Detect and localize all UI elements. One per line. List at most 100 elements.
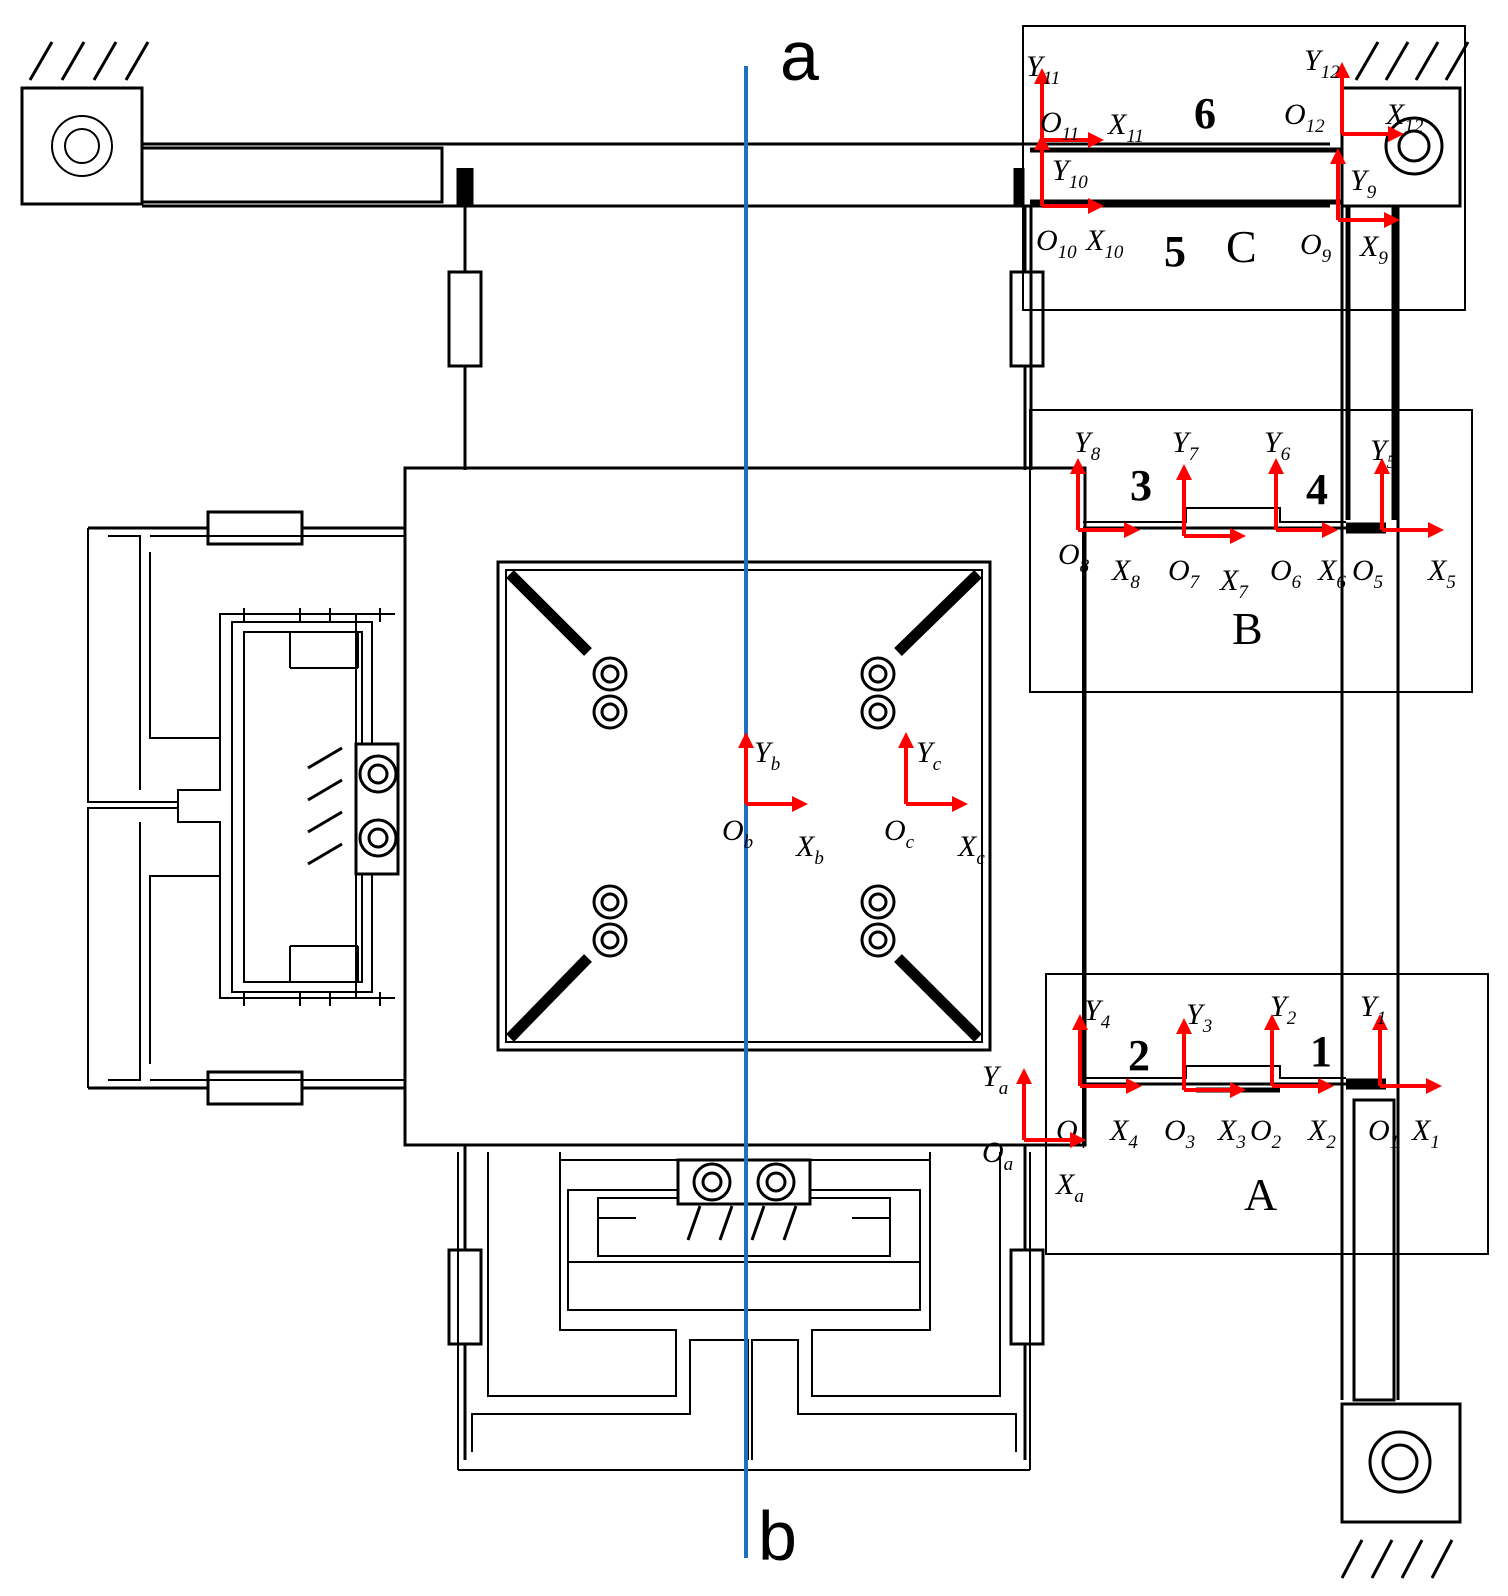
region-box-b (1029, 409, 1473, 693)
axis-arrowhead (1264, 1014, 1280, 1030)
axis-arrowhead (1088, 132, 1104, 148)
x-axis-label: X2 (1307, 1114, 1336, 1153)
y-axis-label: Y2 (1270, 990, 1297, 1029)
region-label-c: C (1226, 221, 1257, 272)
region-box-a (1045, 973, 1489, 1255)
top-beam (140, 142, 1350, 208)
axis-arrowhead (1034, 68, 1050, 84)
x-axis-label: X11 (1107, 108, 1144, 147)
section-label-a: a (780, 17, 819, 95)
part-number-2: 2 (1128, 1031, 1150, 1080)
y-axis-label: Yc (916, 736, 942, 775)
y-axis-label: Y1 (1360, 990, 1386, 1029)
frame-8: O8 X8 Y8 (1058, 426, 1140, 593)
part-number-1: 1 (1310, 1027, 1332, 1076)
axis-arrowhead (1176, 464, 1192, 480)
y-axis-label: Y12 (1304, 44, 1340, 83)
origin-label: O6 (1270, 554, 1302, 593)
origin-label: O12 (1284, 98, 1325, 137)
x-axis-label: X8 (1111, 554, 1140, 593)
origin-label: Oc (884, 814, 915, 853)
axis-arrowhead (1322, 522, 1338, 538)
origin-label: O8 (1058, 538, 1090, 577)
axis-arrowhead (1070, 458, 1086, 474)
region-boxes (1022, 25, 1489, 1255)
frame-12: O12 X12 Y12 (1284, 44, 1424, 142)
y-axis-label: Y7 (1172, 426, 1200, 465)
bolt-holes (592, 656, 896, 958)
axis-arrowhead (1388, 126, 1404, 142)
part-number-6: 6 (1194, 89, 1216, 138)
x-axis-label: X5 (1427, 554, 1456, 593)
axis-arrowhead (1374, 458, 1390, 474)
axis-arrowhead (1372, 1014, 1388, 1030)
part-number-5: 5 (1164, 227, 1186, 276)
axis-arrowhead (1428, 522, 1444, 538)
section-label-b: b (758, 1497, 797, 1575)
axis-arrowhead (898, 732, 914, 748)
frame-7: O7 X7 Y7 (1168, 426, 1249, 603)
axis-arrowhead (738, 732, 754, 748)
x-axis-label: Xa (1055, 1168, 1084, 1207)
frame-5: O5 X5 Y5 (1352, 434, 1456, 593)
x-axis-label: Xc (957, 830, 985, 869)
y-axis-label: Y8 (1074, 426, 1101, 465)
x-axis-label: X4 (1109, 1114, 1138, 1153)
origin-label: O2 (1250, 1114, 1282, 1153)
link-steps (1083, 507, 1346, 1093)
origin-label: O1 (1368, 1114, 1399, 1153)
axis-arrowhead (1318, 1078, 1334, 1094)
region-box-c (1022, 25, 1466, 311)
axis-arrowhead (952, 796, 968, 812)
y-axis-label: Ya (982, 1060, 1008, 1099)
origin-label: O3 (1164, 1114, 1195, 1153)
axis-arrowhead (1330, 148, 1346, 164)
x-axis-label: Xb (795, 830, 824, 869)
axis-arrowhead (792, 796, 808, 812)
x-axis-label: X12 (1385, 98, 1424, 137)
y-axis-label: Y10 (1052, 154, 1088, 193)
origin-label: O7 (1168, 554, 1201, 593)
frame-1: O1 X1 Y1 (1360, 990, 1442, 1153)
top-left-ground-pivot (20, 41, 150, 206)
left-flexure-mechanism (87, 510, 405, 1106)
x-axis-label: X10 (1085, 224, 1124, 263)
section-line: a b (744, 17, 819, 1575)
axis-arrowhead (1070, 1132, 1086, 1148)
frame-2: O2 X2 Y2 (1250, 990, 1336, 1153)
y-axis-label: Y4 (1084, 994, 1111, 1033)
y-axis-label: Y3 (1186, 998, 1212, 1037)
right-beam (1082, 206, 1400, 1402)
axis-arrowhead (1384, 212, 1400, 228)
axis-arrowhead (1124, 522, 1140, 538)
frame-c: Oc Xc Yc (884, 732, 985, 869)
region-label-a: A (1244, 1169, 1277, 1220)
axis-arrowhead (1176, 1018, 1192, 1034)
axis-arrowhead (1426, 1078, 1442, 1094)
origin-label: O10 (1036, 224, 1077, 263)
x-axis-label: X7 (1219, 564, 1249, 603)
axis-arrowhead (1088, 198, 1104, 214)
x-axis-label: X9 (1359, 230, 1388, 269)
axis-arrowhead (1334, 62, 1350, 78)
axis-arrowhead (1072, 1014, 1088, 1030)
y-axis-label: Y9 (1350, 164, 1377, 203)
origin-label: O11 (1040, 106, 1079, 145)
axis-arrowhead (1268, 458, 1284, 474)
axis-arrowhead (1016, 1068, 1032, 1084)
central-platform (403, 466, 1087, 1147)
x-axis-label: X1 (1411, 1114, 1440, 1153)
origin-label: O5 (1352, 554, 1383, 593)
top-right-ground-pivot (1340, 41, 1470, 208)
y-axis-label: Y5 (1370, 434, 1396, 473)
y-axis-label: Y11 (1026, 50, 1060, 89)
frame-11: O11 X11 Y11 (1026, 50, 1144, 148)
axis-arrowhead (1230, 528, 1246, 544)
